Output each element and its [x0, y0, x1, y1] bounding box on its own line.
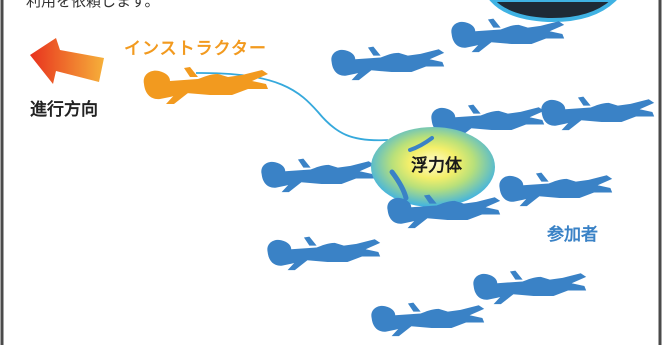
participant-diver-icon — [371, 302, 485, 337]
participant-diver-icon — [331, 46, 445, 81]
top-caption: 利用を依頼します。 — [26, 0, 160, 10]
participant-diver-icon — [473, 270, 587, 305]
top-ellipse-shape — [489, 0, 617, 23]
instructor-label: インストラクター — [124, 39, 267, 59]
arrow-left-icon — [30, 38, 104, 84]
participant-diver-icon — [541, 96, 655, 131]
participant-diver-icon — [499, 172, 613, 207]
float-label: 浮力体 — [411, 156, 462, 176]
holding-arm — [389, 169, 409, 201]
holding-arm — [408, 136, 434, 152]
participants-label: 参加者 — [547, 225, 598, 245]
direction-label: 進行方向 — [30, 100, 98, 120]
participant-diver-icon — [451, 18, 565, 53]
participant-diver-icon — [267, 236, 381, 271]
participant-diver-icon — [261, 158, 375, 193]
